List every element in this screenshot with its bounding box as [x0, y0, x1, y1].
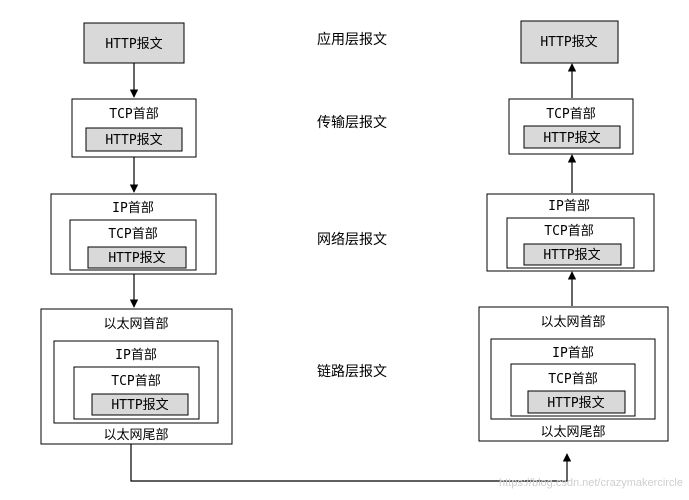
left-transport-http-label: HTTP报文 — [105, 133, 162, 148]
left-link-tcp-label: TCP首部 — [111, 374, 160, 389]
layer-label-link: 链路层报文 — [317, 364, 387, 380]
right-link-ip-label: IP首部 — [552, 346, 594, 361]
left-network-ip-label: IP首部 — [112, 201, 154, 216]
left-link-ip-label: IP首部 — [115, 348, 157, 363]
left-transport-tcp-label: TCP首部 — [109, 107, 158, 122]
transmission-path-arrow — [130, 444, 572, 482]
left-network-tcp-label: TCP首部 — [108, 227, 157, 242]
right-link-eth-header-label: 以太网首部 — [540, 315, 605, 330]
right-network-http-label: HTTP报文 — [543, 248, 600, 263]
right-link-http-label: HTTP报文 — [547, 396, 604, 411]
left-link-eth-header-label: 以太网首部 — [103, 317, 168, 332]
watermark-text: https://blog.csdn.net/crazymakercircle — [499, 477, 683, 489]
left-network-http-box — [87, 246, 187, 269]
left-app-http-box — [83, 22, 185, 64]
left-stack: HTTP报文 TCP首部 HTTP报文 IP首部 TCP首部 HTTP报文 以太… — [40, 22, 233, 445]
right-network-http-box — [523, 243, 622, 266]
left-app-http-label: HTTP报文 — [105, 37, 162, 52]
left-link-eth-trailer-label: 以太网尾部 — [103, 428, 168, 443]
right-transport-tcp-label: TCP首部 — [546, 107, 595, 122]
right-link-tcp-label: TCP首部 — [548, 372, 597, 387]
left-link-http-box — [91, 393, 189, 416]
left-network-http-label: HTTP报文 — [108, 251, 165, 266]
right-transport-http-box — [523, 125, 621, 149]
layer-label-application: 应用层报文 — [317, 31, 387, 48]
layer-label-network: 网络层报文 — [317, 232, 387, 248]
right-network-ip-label: IP首部 — [548, 199, 590, 214]
layer-label-transport: 传输层报文 — [317, 115, 387, 131]
left-link-http-label: HTTP报文 — [111, 398, 168, 413]
right-transport-http-label: HTTP报文 — [543, 131, 600, 146]
right-link-http-box — [527, 390, 626, 414]
left-transport-http-box — [85, 127, 183, 152]
right-app-http-box — [520, 20, 619, 64]
right-link-eth-trailer-label: 以太网尾部 — [540, 425, 605, 440]
right-stack: HTTP报文 TCP首部 HTTP报文 IP首部 TCP首部 HTTP报文 以太… — [478, 20, 669, 442]
right-app-http-label: HTTP报文 — [540, 35, 597, 50]
right-network-tcp-label: TCP首部 — [544, 224, 593, 239]
